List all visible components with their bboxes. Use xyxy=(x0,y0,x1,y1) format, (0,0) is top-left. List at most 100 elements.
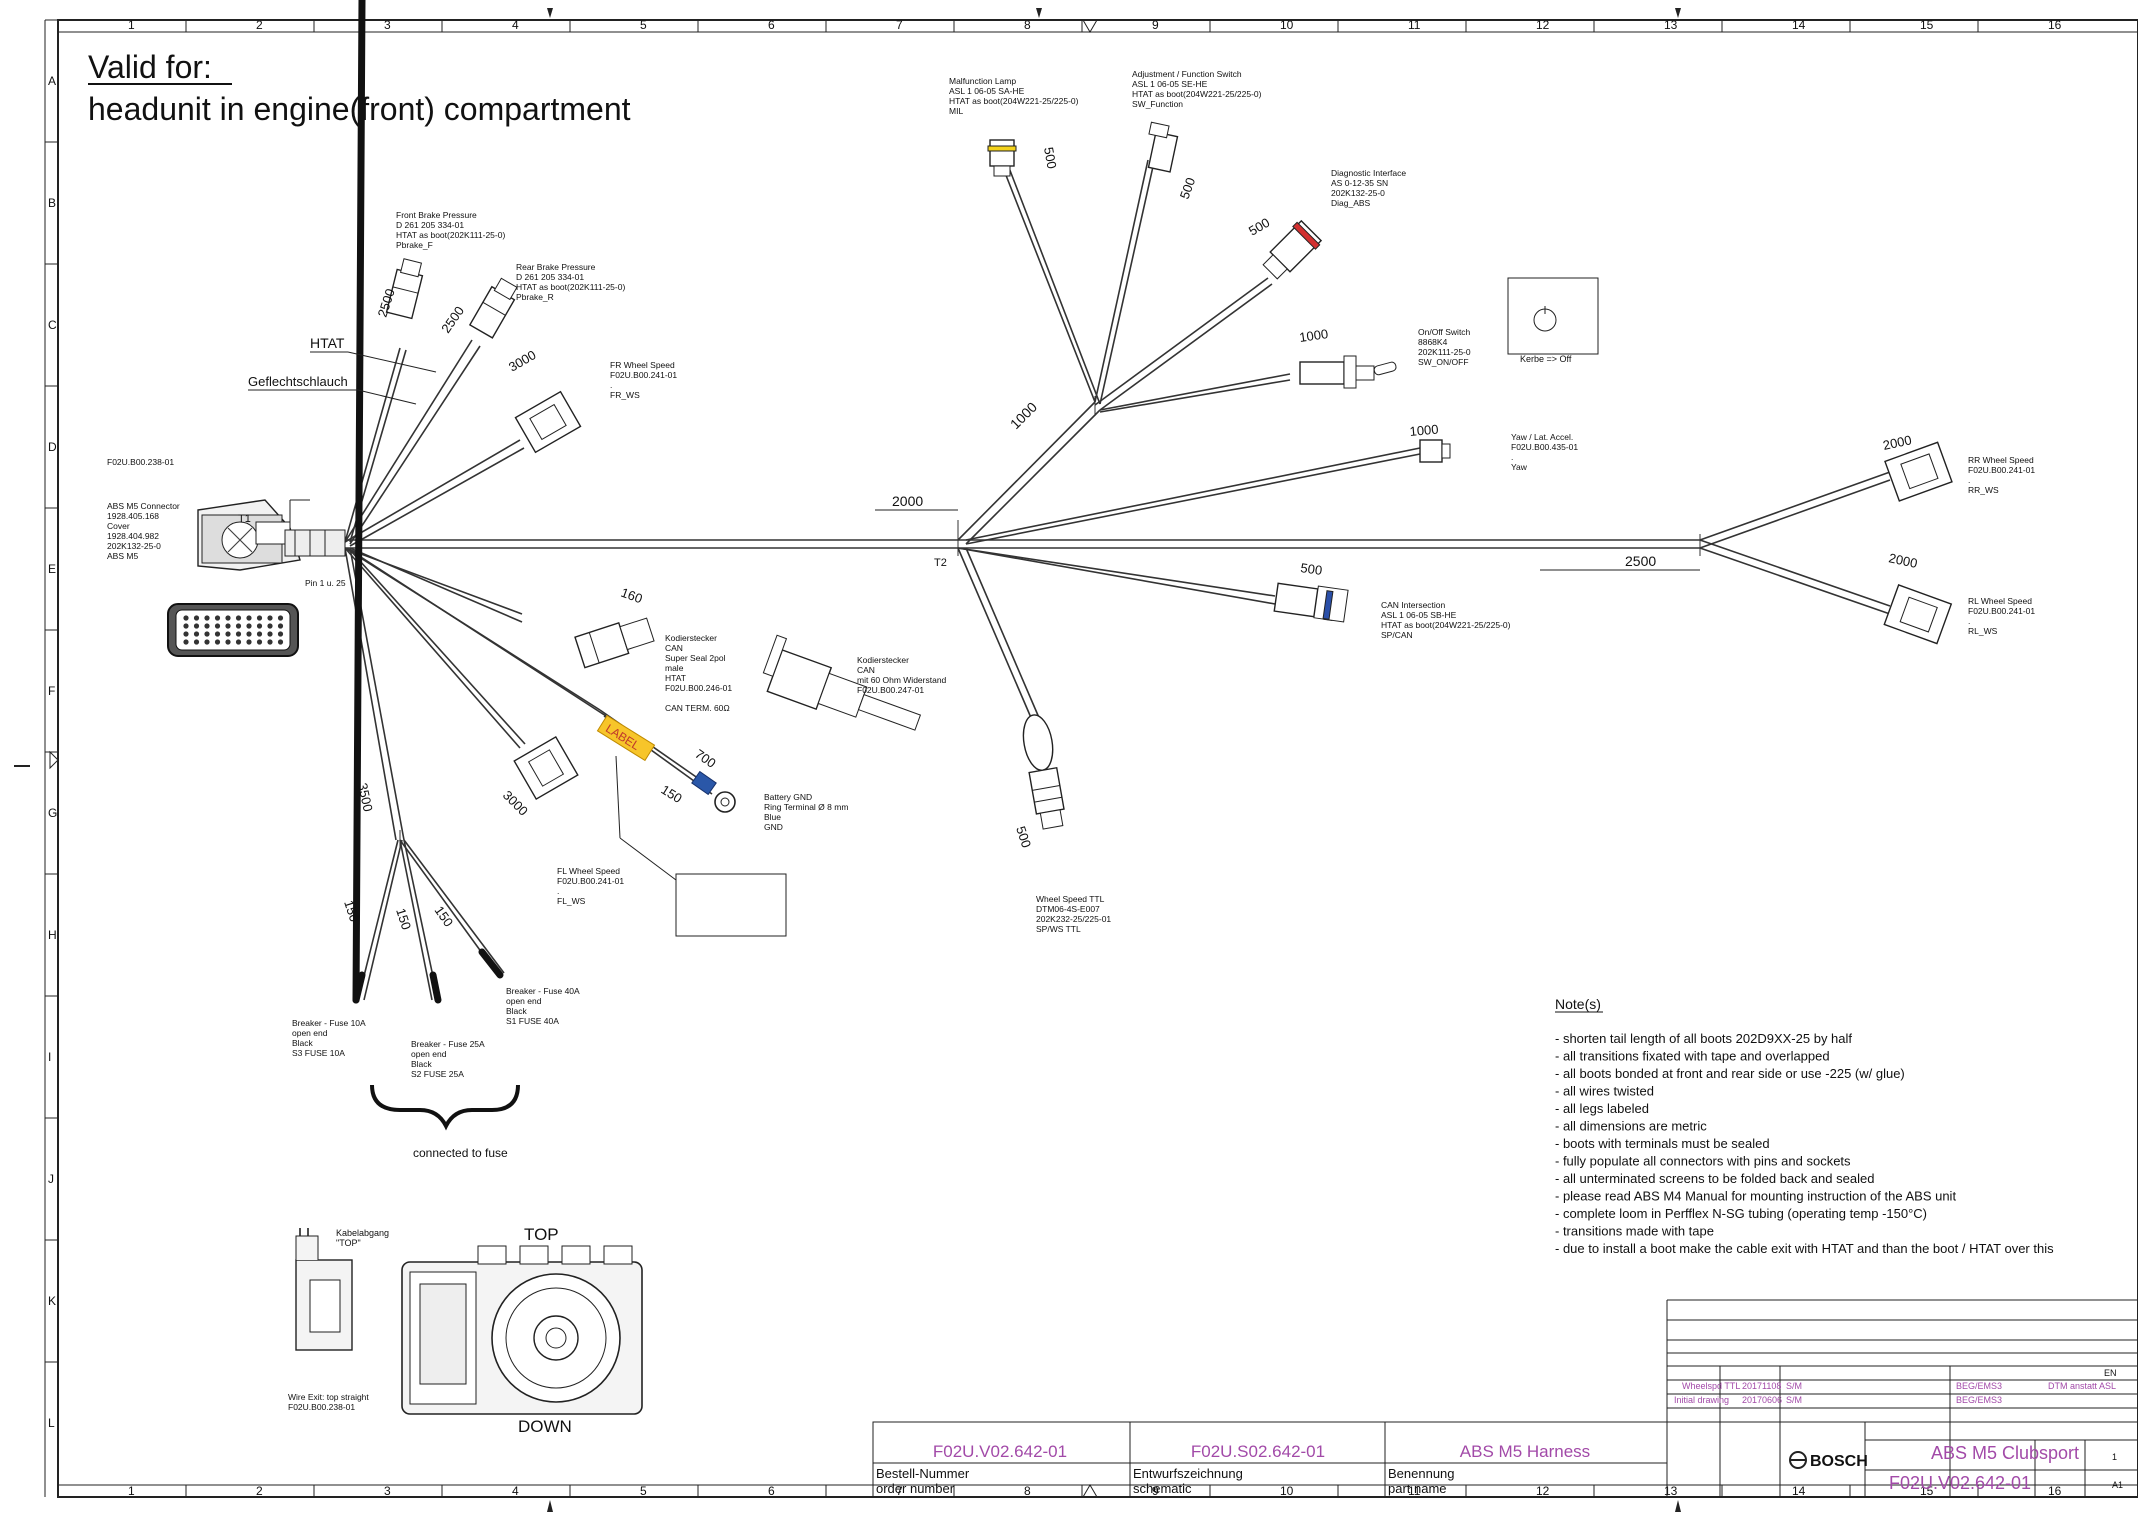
fl-ws-label-line: FL_WS xyxy=(557,896,586,906)
revision-1: Wheelspd TTL 20171108 S/M BEG/EMS3 DTM a… xyxy=(1682,1381,2116,1391)
can-label-line: CAN Intersection xyxy=(1381,600,1446,610)
fl-ws-label-line: . xyxy=(557,886,559,896)
pin-hole xyxy=(235,615,242,621)
fl-ws-label-line: F02U.B00.241-01 xyxy=(557,876,624,886)
switch-label-line: HTAT as boot(204W221-25/225-0) xyxy=(1132,89,1262,99)
kodier1-label-line: HTAT xyxy=(665,673,686,683)
rev0-date: 20170606 xyxy=(1742,1395,1782,1405)
note-item: - all boots bonded at front and rear sid… xyxy=(1555,1066,1905,1081)
dim-fl-ws: 3000 xyxy=(500,788,531,819)
ecu-t1-label: T1 xyxy=(238,513,251,525)
column-label: 12 xyxy=(1536,1484,1550,1498)
fuse-wire-ends xyxy=(352,0,504,1004)
onoff-label-line: 8868K4 xyxy=(1418,337,1448,347)
yaw-label-line: Yaw / Lat. Accel. xyxy=(1511,432,1573,442)
pin-hole xyxy=(225,631,231,637)
fl-ws-label-line: FL Wheel Speed xyxy=(557,866,620,876)
row-label: J xyxy=(48,1172,54,1186)
pin-hole xyxy=(193,639,200,645)
ecu-description-line: ABS M5 Connector xyxy=(107,501,180,511)
column-label: 3 xyxy=(384,18,391,32)
kodier1-label-line: CAN xyxy=(665,643,683,653)
column-label: 1 xyxy=(128,1484,135,1498)
rev0-desc: Initial drawing xyxy=(1674,1395,1729,1405)
wire-exit-label-line: F02U.B00.238-01 xyxy=(288,1402,355,1412)
row-label: G xyxy=(48,806,57,820)
rear-brake-label-line: HTAT as boot(202K111-25-0) xyxy=(516,282,625,292)
kodier1-label-line: F02U.B00.246-01 xyxy=(665,683,732,693)
front-brake-label-line: HTAT as boot(202K111-25-0) xyxy=(396,230,505,240)
harness-label-flag: LABEL xyxy=(596,714,656,762)
dim-fuse-trunk: 3500 xyxy=(355,782,376,813)
column-label: 15 xyxy=(1920,1484,1934,1498)
diag-label-line: 202K132-25-0 xyxy=(1331,188,1385,198)
wheel-ttl-label-line: 202K232-25/225-01 xyxy=(1036,914,1111,924)
switch-label-line: SW_Function xyxy=(1132,99,1183,109)
dim-rl-ws: 2000 xyxy=(1887,550,1918,571)
rr-ws-label-line: RR_WS xyxy=(1968,485,1999,495)
ecu-description-line: 202K132-25-0 xyxy=(107,541,161,551)
kodier2-label-line: F02U.B00.247-01 xyxy=(857,685,924,695)
pin-hole xyxy=(214,631,221,637)
row-label: C xyxy=(48,318,57,332)
wheel-ttl-label-line: DTM06-4S-E007 xyxy=(1036,904,1100,914)
ecu-part-number: F02U.B00.238-01 xyxy=(107,457,174,467)
diagnostic-interface-connector xyxy=(1262,219,1323,280)
ecu-pin-label: Pin 1 u. 25 xyxy=(305,578,346,588)
ecu-side-view xyxy=(295,1228,353,1351)
draft-number: F02U.S02.642-01 xyxy=(1191,1442,1325,1461)
pin-hole xyxy=(193,631,200,637)
fl-wheel-speed-connector xyxy=(513,735,579,801)
front-brake-label-line: Pbrake_F xyxy=(396,240,433,250)
column-label: 13 xyxy=(1664,1484,1678,1498)
column-label: 16 xyxy=(2048,1484,2062,1498)
dim-switch: 500 xyxy=(1177,176,1199,202)
wheel-ttl-label: Wheel Speed TTLDTM06-4S-E007202K232-25/2… xyxy=(1036,894,1111,934)
fuse40-label-line: Black xyxy=(506,1006,528,1016)
column-label: 9 xyxy=(1152,1484,1159,1498)
rev0-dept: BEG/EMS3 xyxy=(1956,1395,2002,1405)
connected-to-fuse: connected to fuse xyxy=(413,1146,508,1160)
part-label-en: part name xyxy=(1388,1481,1447,1496)
bosch-logo: BOSCH xyxy=(1789,1451,1868,1470)
gnd-label-line: Ring Terminal Ø 8 mm xyxy=(764,802,848,812)
dim-fuse-b: 150 xyxy=(393,906,414,931)
title-block xyxy=(872,1299,2138,1498)
kabel-label: Kabelabgang"TOP" xyxy=(336,1228,389,1248)
pin-hole xyxy=(246,631,252,637)
row-label: D xyxy=(48,440,57,454)
yaw-label: Yaw / Lat. Accel.F02U.B00.435-01.Yaw xyxy=(1511,432,1578,472)
pin-hole xyxy=(183,631,189,637)
rev1-note: DTM anstatt ASL xyxy=(2048,1381,2116,1391)
dim-rear-brake: 2500 xyxy=(438,303,467,335)
column-label: 14 xyxy=(1792,18,1806,32)
column-label: 10 xyxy=(1280,1484,1294,1498)
kodier1-label-line: CAN TERM. 60Ω xyxy=(665,703,730,713)
mil-label-line: HTAT as boot(204W221-25/225-0) xyxy=(949,96,1079,106)
coding-plug-resistor-connector xyxy=(762,634,922,731)
column-label: 8 xyxy=(1024,1484,1031,1498)
can-label-line: ASL 1 06-05 SB-HE xyxy=(1381,610,1457,620)
pin-hole xyxy=(267,631,273,637)
abs-m5-connector xyxy=(197,499,346,571)
pin-hole xyxy=(183,615,189,621)
switch-label-line: Adjustment / Function Switch xyxy=(1132,69,1242,79)
row-label: E xyxy=(48,562,56,576)
fr-ws-label-line: . xyxy=(610,380,612,390)
column-label: 2 xyxy=(256,18,263,32)
diag-label-line: Diagnostic Interface xyxy=(1331,168,1406,178)
on-off-switch xyxy=(1299,355,1397,389)
yaw-label-line: . xyxy=(1511,452,1513,462)
part-label-de: Benennung xyxy=(1388,1466,1455,1481)
order-label-de: Bestell-Nummer xyxy=(876,1466,970,1481)
order-number: F02U.V02.642-01 xyxy=(933,1442,1067,1461)
wheel-ttl-label-line: Wheel Speed TTL xyxy=(1036,894,1105,904)
order-label-en: order number xyxy=(876,1481,955,1496)
switch-position-box xyxy=(1507,277,1599,355)
